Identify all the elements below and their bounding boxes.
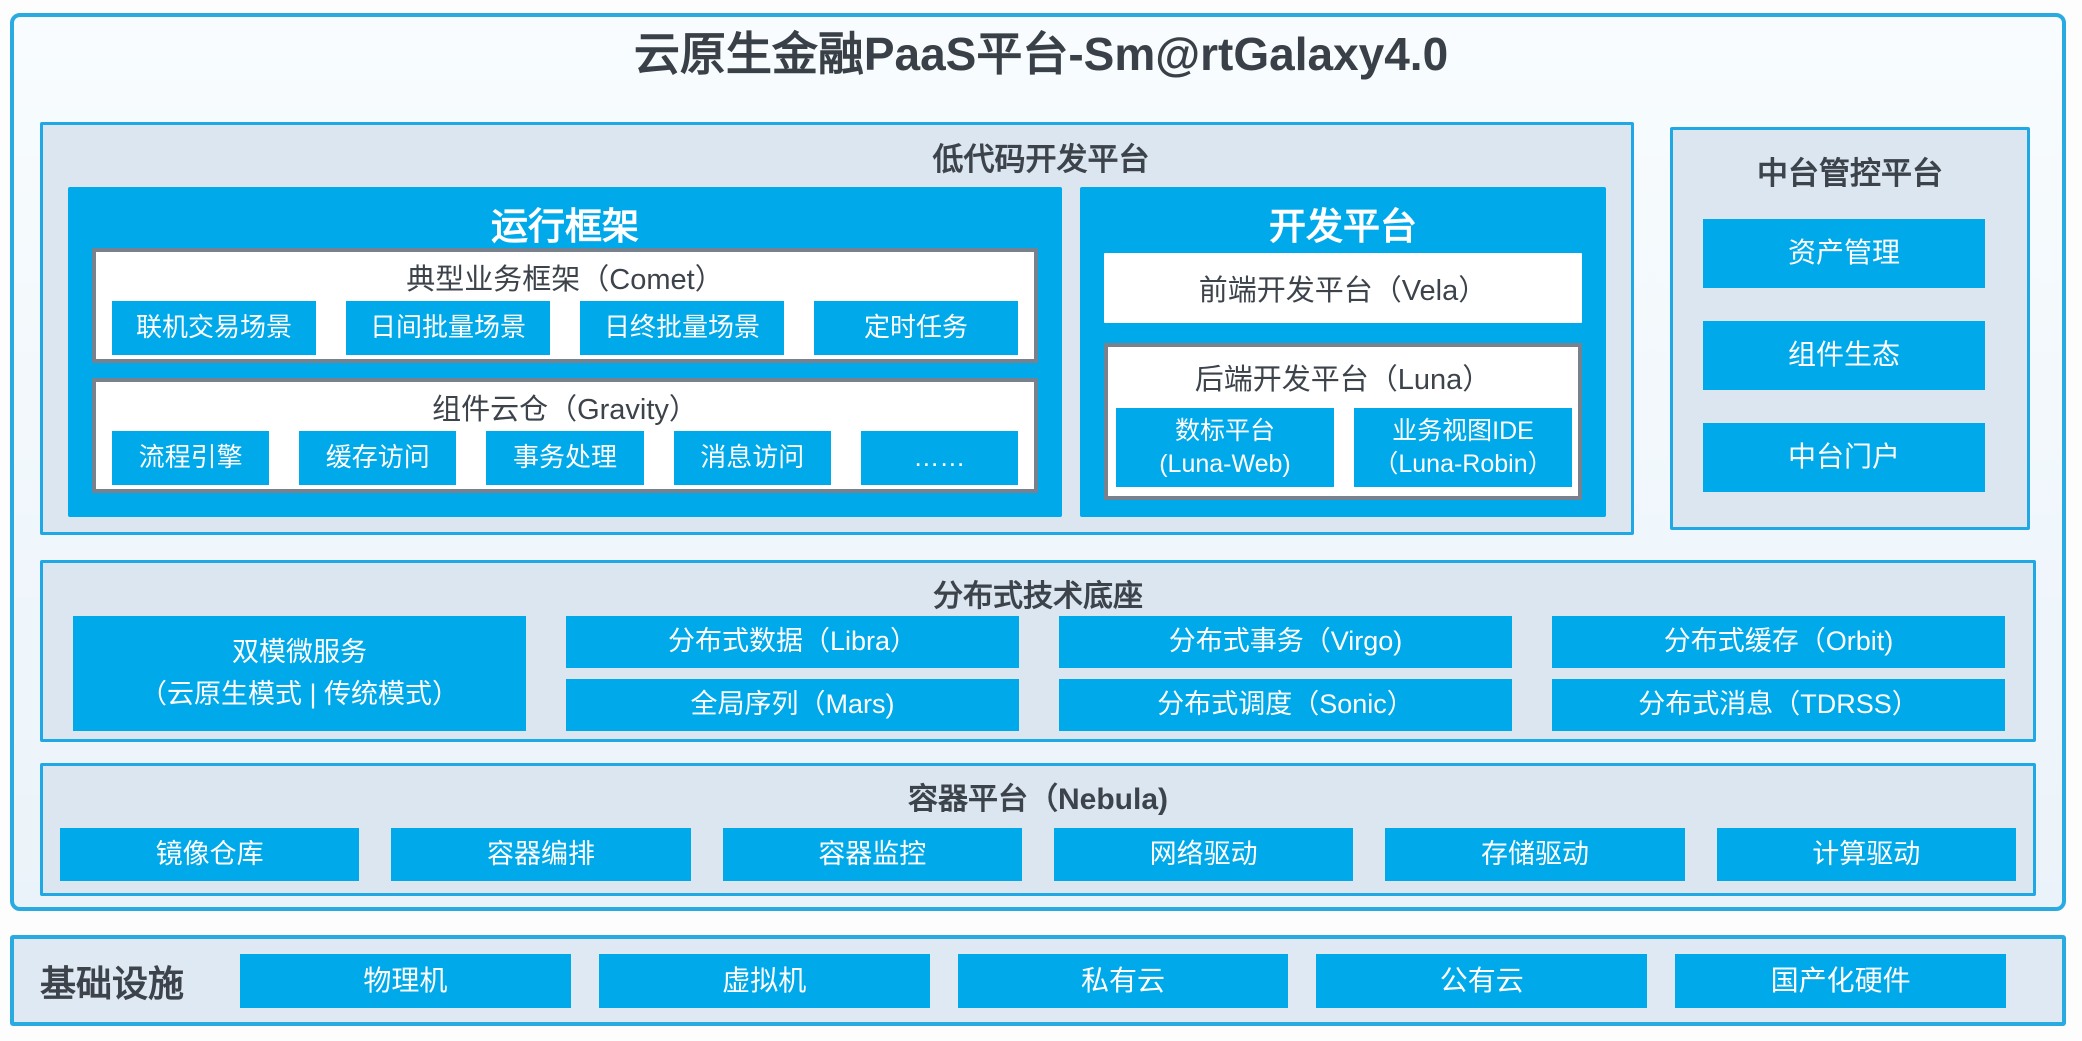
container-item-image-repo: 镜像仓库 bbox=[60, 828, 360, 881]
vela-frontend-box: 前端开发平台（Vela） bbox=[1104, 253, 1582, 323]
container-item-compute-driver: 计算驱动 bbox=[1716, 828, 2016, 881]
luna-web-line1: 数标平台 bbox=[1174, 417, 1275, 445]
luna-web-line2: (Luna-Web) bbox=[1159, 449, 1291, 478]
infrastructure-items-row: 物理机 虚拟机 私有云 公有云 国产化硬件 bbox=[240, 954, 2006, 1008]
dual-mode-line1: 双模微服务 bbox=[232, 636, 367, 667]
distributed-grid: 双模微服务 （云原生模式 | 传统模式） 分布式数据（Libra） 全局序列（M… bbox=[73, 616, 2005, 731]
container-item-orchestration: 容器编排 bbox=[391, 828, 691, 881]
distributed-base-header: 分布式技术底座 bbox=[933, 580, 1143, 613]
luna-web-item: 数标平台 (Luna-Web) bbox=[1116, 408, 1334, 487]
container-item-monitoring: 容器监控 bbox=[722, 828, 1022, 881]
dev-platform-title: 开发平台 bbox=[1269, 206, 1417, 247]
gravity-item: 缓存访问 bbox=[299, 431, 457, 485]
midplatform-item-ecosystem: 组件生态 bbox=[1703, 321, 1985, 390]
infra-item-domestic-hardware: 国产化硬件 bbox=[1675, 954, 2006, 1008]
distributed-data-cell: 分布式数据（Libra） bbox=[566, 616, 1019, 668]
comet-item: 定时任务 bbox=[814, 301, 1018, 355]
dual-mode-line2: （云原生模式 | 传统模式） bbox=[139, 678, 460, 709]
runtime-framework-title: 运行框架 bbox=[491, 206, 639, 247]
container-item-network-driver: 网络驱动 bbox=[1053, 828, 1354, 881]
global-sequence-cell: 全局序列（Mars) bbox=[566, 679, 1019, 731]
infrastructure-label: 基础设施 bbox=[40, 962, 185, 1004]
container-item-storage-driver: 存储驱动 bbox=[1385, 828, 1685, 881]
gravity-item: 事务处理 bbox=[486, 431, 644, 485]
comet-framework-title: 典型业务框架（Comet） bbox=[406, 264, 724, 296]
infra-item-private-cloud: 私有云 bbox=[957, 954, 1289, 1008]
page-title: 云原生金融PaaS平台-Sm@rtGalaxy4.0 bbox=[633, 28, 1449, 80]
distributed-col-2: 分布式事务（Virgo) 分布式调度（Sonic） bbox=[1059, 616, 1512, 731]
midplatform-header: 中台管控平台 bbox=[1757, 156, 1943, 191]
gravity-items-row: 流程引擎 缓存访问 事务处理 消息访问 …… bbox=[112, 431, 1019, 485]
gravity-item: 消息访问 bbox=[673, 431, 831, 485]
luna-items-row: 数标平台 (Luna-Web) 业务视图IDE （Luna-Robin） bbox=[1116, 408, 1572, 487]
distributed-message-cell: 分布式消息（TDRSS） bbox=[1552, 679, 2005, 731]
gravity-item-more: …… bbox=[860, 431, 1019, 485]
midplatform-item-portal: 中台门户 bbox=[1703, 423, 1985, 492]
comet-item: 日终批量场景 bbox=[580, 301, 784, 355]
luna-backend-title: 后端开发平台（Luna） bbox=[1194, 364, 1492, 396]
distributed-cache-cell: 分布式缓存（Orbit) bbox=[1552, 616, 2005, 668]
infra-item-physical-machine: 物理机 bbox=[240, 954, 571, 1008]
comet-item: 日间批量场景 bbox=[346, 301, 550, 355]
comet-items-row: 联机交易场景 日间批量场景 日终批量场景 定时任务 bbox=[112, 301, 1018, 355]
container-platform-header: 容器平台（Nebula) bbox=[907, 783, 1168, 816]
luna-robin-item: 业务视图IDE （Luna-Robin） bbox=[1354, 408, 1572, 487]
distributed-col-1: 分布式数据（Libra） 全局序列（Mars) bbox=[566, 616, 1019, 731]
lowcode-platform-header: 低代码开发平台 bbox=[932, 142, 1150, 177]
distributed-col-dual: 双模微服务 （云原生模式 | 传统模式） bbox=[73, 616, 526, 731]
distributed-scheduling-cell: 分布式调度（Sonic） bbox=[1059, 679, 1512, 731]
gravity-warehouse-title: 组件云仓（Gravity） bbox=[432, 394, 698, 426]
midplatform-item-asset: 资产管理 bbox=[1703, 219, 1985, 288]
infra-item-public-cloud: 公有云 bbox=[1316, 954, 1648, 1008]
dual-mode-microservice-cell: 双模微服务 （云原生模式 | 传统模式） bbox=[73, 616, 526, 731]
distributed-col-3: 分布式缓存（Orbit) 分布式消息（TDRSS） bbox=[1552, 616, 2005, 731]
luna-robin-line2: （Luna-Robin） bbox=[1373, 449, 1553, 478]
gravity-item: 流程引擎 bbox=[112, 431, 270, 485]
infra-item-virtual-machine: 虚拟机 bbox=[598, 954, 930, 1008]
comet-item: 联机交易场景 bbox=[112, 301, 316, 355]
container-platform-panel bbox=[40, 763, 2036, 896]
distributed-transaction-cell: 分布式事务（Virgo) bbox=[1059, 616, 1512, 668]
container-items-row: 镜像仓库 容器编排 容器监控 网络驱动 存储驱动 计算驱动 bbox=[60, 828, 2016, 881]
luna-robin-line1: 业务视图IDE bbox=[1392, 417, 1534, 445]
